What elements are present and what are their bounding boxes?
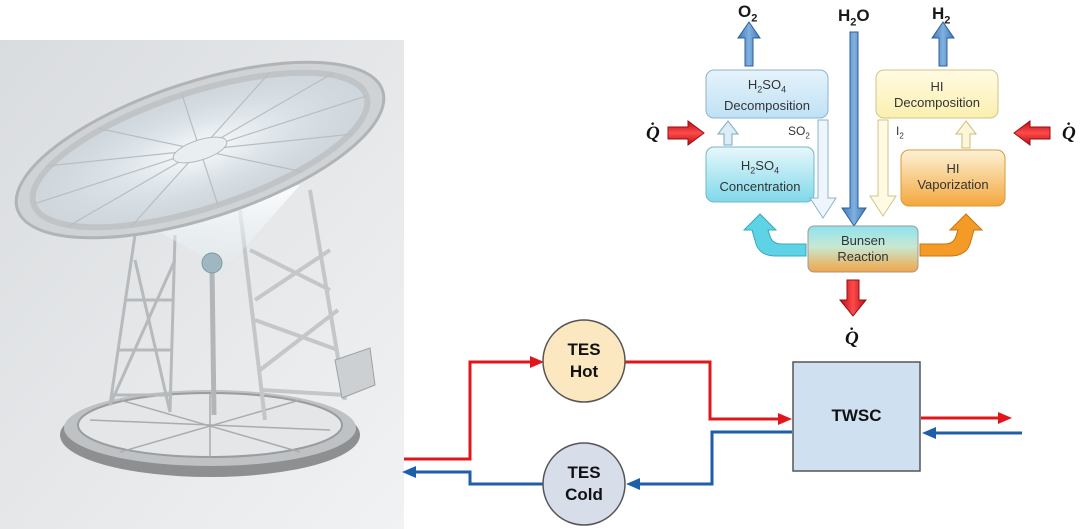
i2-arrow	[869, 119, 897, 217]
conc-to-decomp-arrow	[716, 120, 740, 146]
h2o-label: H2O	[838, 6, 870, 29]
h2so4-decomposition-label: H2SO4 Decomposition	[724, 77, 810, 113]
tes-hot-tank	[542, 319, 626, 403]
heat-output-label: ·Q	[845, 321, 859, 349]
so2-label: SO2	[788, 124, 810, 141]
cold-line-return	[414, 470, 543, 486]
heat-output-down-arrow	[838, 279, 868, 317]
heat-input-right-arrow	[1013, 120, 1051, 146]
h2so4-decomposition-box	[705, 69, 829, 119]
h2so4-concentration-box	[705, 146, 815, 203]
i2-label: I2	[896, 124, 904, 141]
bunsen-to-vapor-arrow	[919, 213, 984, 257]
bunsen-to-conc-arrow	[742, 213, 807, 257]
heat-input-left-label: ·Q	[646, 116, 660, 144]
cold-line-arrowhead-2	[402, 466, 416, 478]
hot-output-arrowhead	[998, 412, 1012, 424]
hi-decomposition-box	[875, 69, 999, 119]
tes-cold-tank	[542, 442, 626, 526]
vapor-to-decomp-arrow	[954, 120, 978, 149]
hot-line-arrowhead-1	[530, 356, 544, 368]
hot-line-arrowhead-2	[778, 413, 792, 425]
so2-arrow	[809, 119, 837, 219]
h2o-input-arrow	[841, 31, 867, 227]
o2-label: O2	[738, 2, 758, 25]
twsc-label: TWSC	[831, 406, 882, 425]
h2-output-arrow	[931, 21, 955, 67]
cold-input-arrowhead	[922, 427, 936, 439]
cold-line-to-tes-cold	[640, 430, 792, 486]
hot-line-to-twsc	[625, 360, 778, 421]
hi-vaporization-box	[900, 149, 1006, 207]
cold-line-arrowhead-1	[626, 478, 640, 490]
h2so4-concentration-label: H2SO4 Concentration	[719, 158, 801, 194]
o2-output-arrow	[737, 21, 761, 67]
twsc-box	[792, 361, 921, 472]
h2-label: H2	[932, 4, 951, 27]
solar-dish-concentrator-illustration	[0, 40, 404, 529]
bunsen-reaction-box	[807, 225, 919, 273]
hot-line-to-tes-hot	[404, 360, 532, 461]
heat-input-right-label: ·Q	[1062, 116, 1076, 144]
heat-input-left-arrow	[667, 120, 705, 146]
